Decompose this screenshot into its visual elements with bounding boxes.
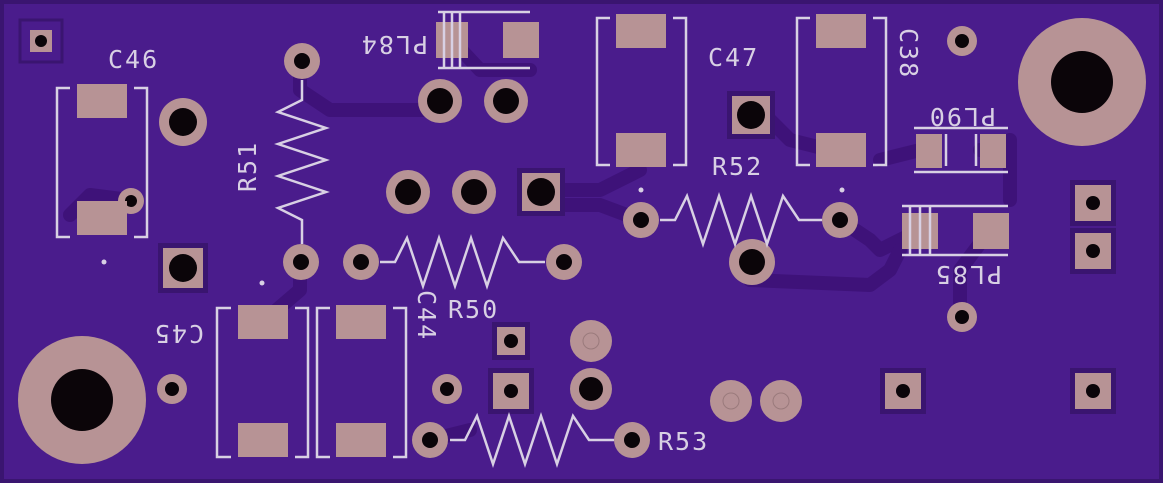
smd-pad xyxy=(238,305,288,339)
smd-pad xyxy=(238,423,288,457)
smd-pad xyxy=(816,14,866,48)
round-pad xyxy=(418,79,462,123)
label-c38: C38 xyxy=(894,28,923,79)
smd-pad xyxy=(77,84,127,118)
via xyxy=(284,43,320,79)
smd-pad xyxy=(916,134,942,168)
label-c47: C47 xyxy=(708,43,759,72)
square-pad xyxy=(880,368,926,414)
smd-pad xyxy=(503,22,539,58)
via xyxy=(412,422,448,458)
via xyxy=(157,374,187,404)
round-pad xyxy=(159,98,207,146)
via xyxy=(283,244,319,280)
via xyxy=(822,202,858,238)
label-pl90: PL90 xyxy=(928,102,996,131)
smd-pad xyxy=(77,201,127,235)
square-pad xyxy=(488,368,534,414)
small-pads xyxy=(118,26,977,458)
smd-pad xyxy=(336,305,386,339)
smd-pad xyxy=(980,134,1006,168)
label-c46: C46 xyxy=(108,45,159,74)
via xyxy=(343,244,379,280)
via xyxy=(614,422,650,458)
silkscreen xyxy=(55,10,1008,468)
square-pad xyxy=(158,243,208,293)
via xyxy=(623,202,659,238)
smd-pad xyxy=(816,133,866,167)
round-pad xyxy=(570,368,612,410)
label-r52: R52 xyxy=(712,152,763,181)
mounting-hole-bottom-left xyxy=(18,336,146,464)
pin1-dots xyxy=(101,187,845,286)
square-pad xyxy=(517,168,565,216)
square-pad xyxy=(1070,228,1116,274)
round-pad xyxy=(386,170,430,214)
square-pad xyxy=(492,322,530,360)
smd-pad xyxy=(616,14,666,48)
square-pads xyxy=(18,18,1116,414)
label-c45: C45 xyxy=(153,319,204,348)
round-pads xyxy=(159,79,802,422)
via xyxy=(546,244,582,280)
square-pad xyxy=(18,18,64,64)
square-pad xyxy=(1070,368,1116,414)
smd-pad xyxy=(336,423,386,457)
label-r50: R50 xyxy=(448,295,499,324)
round-pad xyxy=(760,380,802,422)
round-pad xyxy=(710,380,752,422)
via xyxy=(947,26,977,56)
mounting-hole-top-right xyxy=(1018,18,1146,146)
square-pad xyxy=(727,91,775,139)
via xyxy=(432,374,462,404)
smd-pads xyxy=(77,14,1009,457)
round-pad xyxy=(570,320,612,362)
label-r51: R51 xyxy=(233,141,262,192)
label-pl85: PL85 xyxy=(934,260,1002,289)
round-pad xyxy=(729,239,775,285)
label-pl84: PL84 xyxy=(360,30,428,59)
round-pad xyxy=(452,170,496,214)
label-r53: R53 xyxy=(658,427,709,456)
via xyxy=(947,302,977,332)
round-pad xyxy=(484,79,528,123)
square-pad xyxy=(1070,180,1116,226)
smd-pad xyxy=(973,213,1009,249)
smd-pad xyxy=(616,133,666,167)
label-c44: C44 xyxy=(412,290,441,341)
